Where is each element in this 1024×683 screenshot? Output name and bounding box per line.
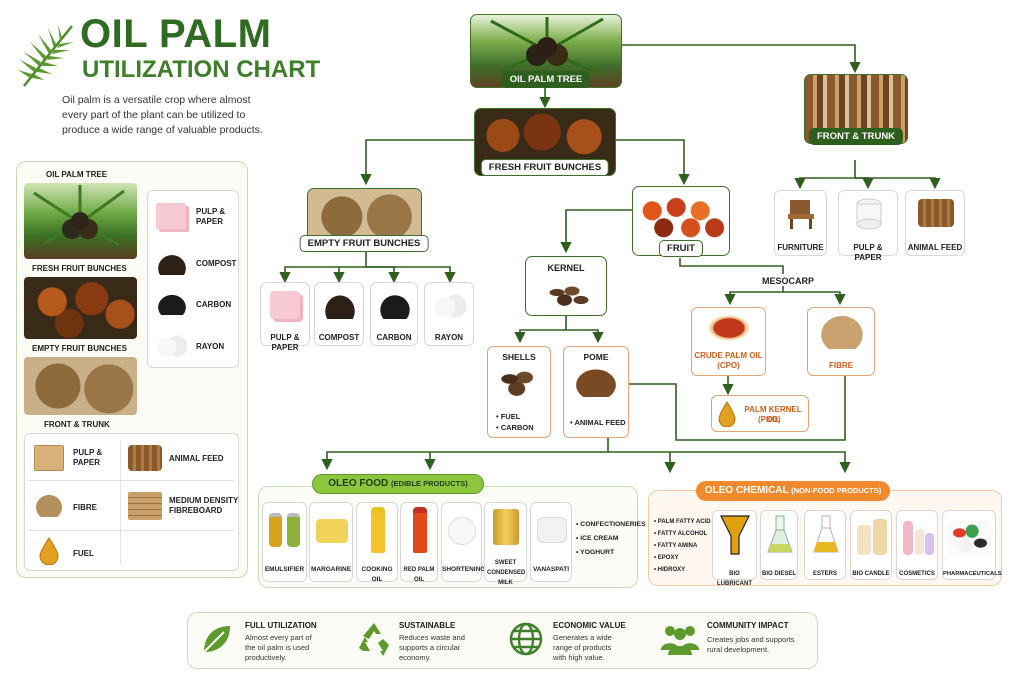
oleo-chem-esters: ESTERS (804, 510, 846, 580)
label-mesocarp: MESOCARP (762, 276, 815, 286)
node-label-fruit: FRUIT (659, 240, 703, 257)
oleo-chemical-banner: OLEO CHEMICAL (NON-FOOD PRODUCTS) (696, 481, 890, 501)
oleo-chem-cosmetics: COSMETICS (896, 510, 938, 580)
left-trunk-product: MEDIUM DENSITY FIBREBOARD (169, 496, 239, 515)
footer-desc: Creates jobs and supports rural developm… (707, 635, 795, 654)
left-trunk-product: ANIMAL FEED (169, 454, 224, 463)
trunk-product-furniture: FURNITURE (774, 190, 827, 256)
pome-use: • ANIMAL FEED (570, 418, 626, 427)
box-icon (34, 445, 64, 471)
oleo-chem-bio-candle: BIO CANDLE (850, 510, 892, 580)
recycle-icon (359, 623, 389, 656)
footer-panel (187, 612, 818, 669)
left-label-front-trunk: FRONT & TRUNK (44, 420, 110, 429)
leaf-icon (203, 626, 230, 653)
node-pome: POME • ANIMAL FEED (563, 346, 629, 438)
page-title: OIL PALM (80, 12, 272, 56)
efb-product-pulp-paper: PULP & PAPER (260, 282, 310, 352)
globe-icon (509, 622, 543, 656)
animal-feed-icon (128, 445, 162, 471)
left-empty-fruit-image (24, 357, 137, 415)
node-kernel: KERNEL (525, 256, 607, 316)
left-label-fresh-fruit-bunches: FRESH FRUIT BUNCHES (32, 264, 127, 273)
efb-product-carbon: CARBON (370, 282, 418, 346)
oleo-chemical-list: • PALM FATTY ACID • FATTY ALCOHOL • FATT… (654, 519, 711, 573)
left-trunk-product: PULP & PAPER (73, 448, 103, 467)
oleo-food-extra-list: • CONFECTIONERIES • ICE CREAM • YOGHURT (576, 521, 646, 556)
fibre-icon (34, 493, 64, 517)
left-efb-product: CARBON (196, 300, 232, 309)
node-label-empty-fruit-bunches: EMPTY FRUIT BUNCHES (299, 235, 429, 252)
footer-title: ECONOMIC VALUE (553, 621, 626, 630)
fibreboard-icon (128, 492, 162, 520)
page-subtitle: UTILIZATION CHART (82, 56, 321, 83)
node-crude-palm-oil: CRUDE PALM OIL (CPO) (691, 307, 766, 376)
efb-product-rayon: RAYON (424, 282, 474, 346)
shells-use: • CARBON (496, 423, 534, 432)
oleo-food-shortening: SHORTENING (441, 502, 485, 582)
efb-product-compost: COMPOST (314, 282, 364, 346)
left-label-oil-palm-tree: OIL PALM TREE (46, 170, 108, 179)
footer-title: FULL UTILIZATION (245, 621, 317, 630)
left-fresh-fruit-image (24, 277, 137, 339)
compost-icon (156, 253, 188, 275)
node-label-oil-palm-tree: OIL PALM TREE (501, 71, 591, 88)
rayon-icon (156, 334, 188, 358)
node-label-front-trunk: FRONT & TRUNK (808, 128, 904, 145)
oleo-food-vanaspati: VANASPATI (530, 502, 572, 582)
pulp-paper-icon (156, 203, 186, 229)
footer-desc: Generates a wide range of products with … (553, 633, 612, 662)
oleo-food-cooking-oil: COOKING OIL (356, 502, 398, 583)
left-oil-palm-tree-image (24, 183, 137, 259)
left-efb-product: PULP & PAPER (196, 207, 226, 226)
node-fibre: FIBRE (807, 307, 875, 376)
oleo-food-red-palm-oil: RED PALM OIL (400, 502, 438, 583)
footer-title: SUSTAINABLE (399, 621, 456, 630)
left-efb-product: COMPOST (196, 259, 237, 268)
footer-desc: Reduces waste and supports a circular ec… (399, 633, 465, 662)
node-palm-kernel-oil: PALM KERNEL OIL (PKO) (711, 395, 809, 432)
oleo-food-margarine: MARGARINE (309, 502, 353, 582)
oleo-chem-bio-lubricant: BIO LUBRICANT (712, 510, 757, 587)
oleo-chem-bio-diesel: BIO DIESEL (760, 510, 798, 580)
node-shells: SHELLS • FUEL • CARBON (487, 346, 551, 438)
carbon-icon (156, 293, 188, 315)
palm-leaf-icon (18, 24, 74, 87)
footer-desc: Almost every part of the oil palm is use… (245, 633, 312, 662)
footer-title: COMMUNITY IMPACT (707, 621, 789, 630)
trunk-product-pulp-paper: PULP & PAPER (838, 190, 898, 262)
left-efb-product: RAYON (196, 342, 225, 351)
left-label-empty-fruit-bunches: EMPTY FRUIT BUNCHES (32, 344, 127, 353)
people-icon (661, 626, 699, 655)
oleo-food-sweet-condensed-milk: SWEET CONDENSED MILK (484, 502, 527, 586)
trunk-product-animal-feed: ANIMAL FEED (905, 190, 965, 256)
shells-use: • FUEL (496, 412, 521, 421)
oleo-chem-pharmaceuticals: PHARMACEUTICALS (942, 510, 1002, 580)
left-trunk-product: FIBRE (73, 503, 97, 512)
left-trunk-product: FUEL (73, 549, 94, 558)
oleo-food-emulsifier: EMULSIFIER (262, 502, 307, 582)
oleo-food-banner: OLEO FOOD (EDIBLE PRODUCTS) (312, 474, 484, 494)
node-label-fresh-fruit-bunches: FRESH FRUIT BUNCHES (480, 159, 610, 176)
intro-text: Oil palm is a versatile crop where almos… (62, 94, 263, 136)
fuel-drop-icon (39, 537, 59, 565)
